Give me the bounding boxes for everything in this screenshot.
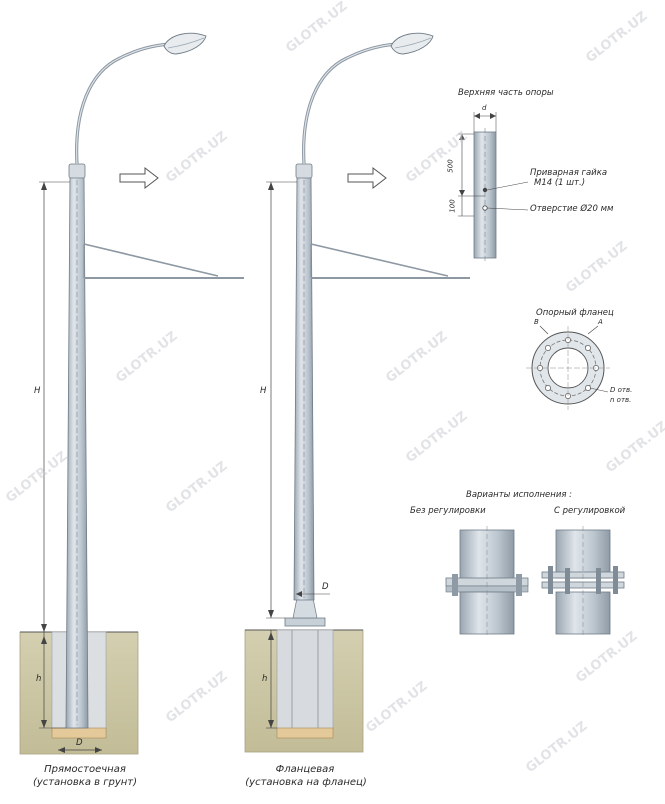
- right-bracket-arm: [302, 42, 404, 165]
- right-foundation: [276, 629, 334, 731]
- dim-hsmall-left: h: [36, 674, 42, 684]
- flange-n-holes: n отв.: [610, 396, 632, 404]
- variants-title: Варианты исполнения :: [466, 490, 573, 500]
- dim-h-left: H: [34, 386, 41, 396]
- caption-right-line2: (установка на фланец): [245, 777, 367, 788]
- right-pole-assembly: [244, 32, 470, 753]
- flange-detail: [526, 325, 610, 410]
- flange-d-holes: D отв.: [610, 386, 633, 394]
- flange-title: Опорный фланец: [536, 308, 614, 318]
- left-bracket-arm: [75, 42, 177, 165]
- top-section-title: Верхняя часть опоры: [458, 88, 554, 98]
- nut-marker: [482, 187, 488, 193]
- dim-d-left: D: [76, 738, 83, 748]
- caption-left-line2: (установка в грунт): [32, 777, 138, 788]
- hole-marker: [482, 205, 488, 211]
- variant-adjust: [541, 526, 625, 638]
- right-base-pad: [276, 727, 334, 739]
- flange-label-a: A: [598, 318, 603, 326]
- variant-adjust-label: С регулировкой: [554, 506, 626, 516]
- variant-no-adjust-label: Без регулировки: [410, 506, 486, 516]
- arrow-right-icon: [347, 166, 387, 190]
- dim-h-right: H: [260, 386, 267, 396]
- left-base-pad: [51, 727, 107, 739]
- dim-d-small: d: [482, 104, 487, 112]
- caption-right-line1: Фланцевая: [275, 764, 335, 775]
- left-luminaire: [163, 32, 207, 55]
- flange-label-b: B: [534, 318, 539, 326]
- caption-left-line1: Прямостоечная: [44, 764, 126, 775]
- dim-d-right: D: [322, 582, 329, 592]
- right-luminaire: [390, 32, 434, 55]
- dim-500: 500: [446, 159, 455, 173]
- dim-100: 100: [448, 199, 457, 213]
- dim-hsmall-right: h: [262, 674, 268, 684]
- left-pole-assembly: [19, 32, 244, 755]
- right-flange: [284, 617, 326, 627]
- variant-no-adjust: [445, 526, 529, 638]
- hole-label: Отверстие Ø20 мм: [530, 204, 614, 214]
- nut-label-line1: Приварная гайка: [530, 168, 608, 178]
- nut-label-line2: М14 (1 шт.): [534, 178, 586, 188]
- top-section-detail: [458, 112, 529, 262]
- arrow-left-icon: [119, 166, 159, 190]
